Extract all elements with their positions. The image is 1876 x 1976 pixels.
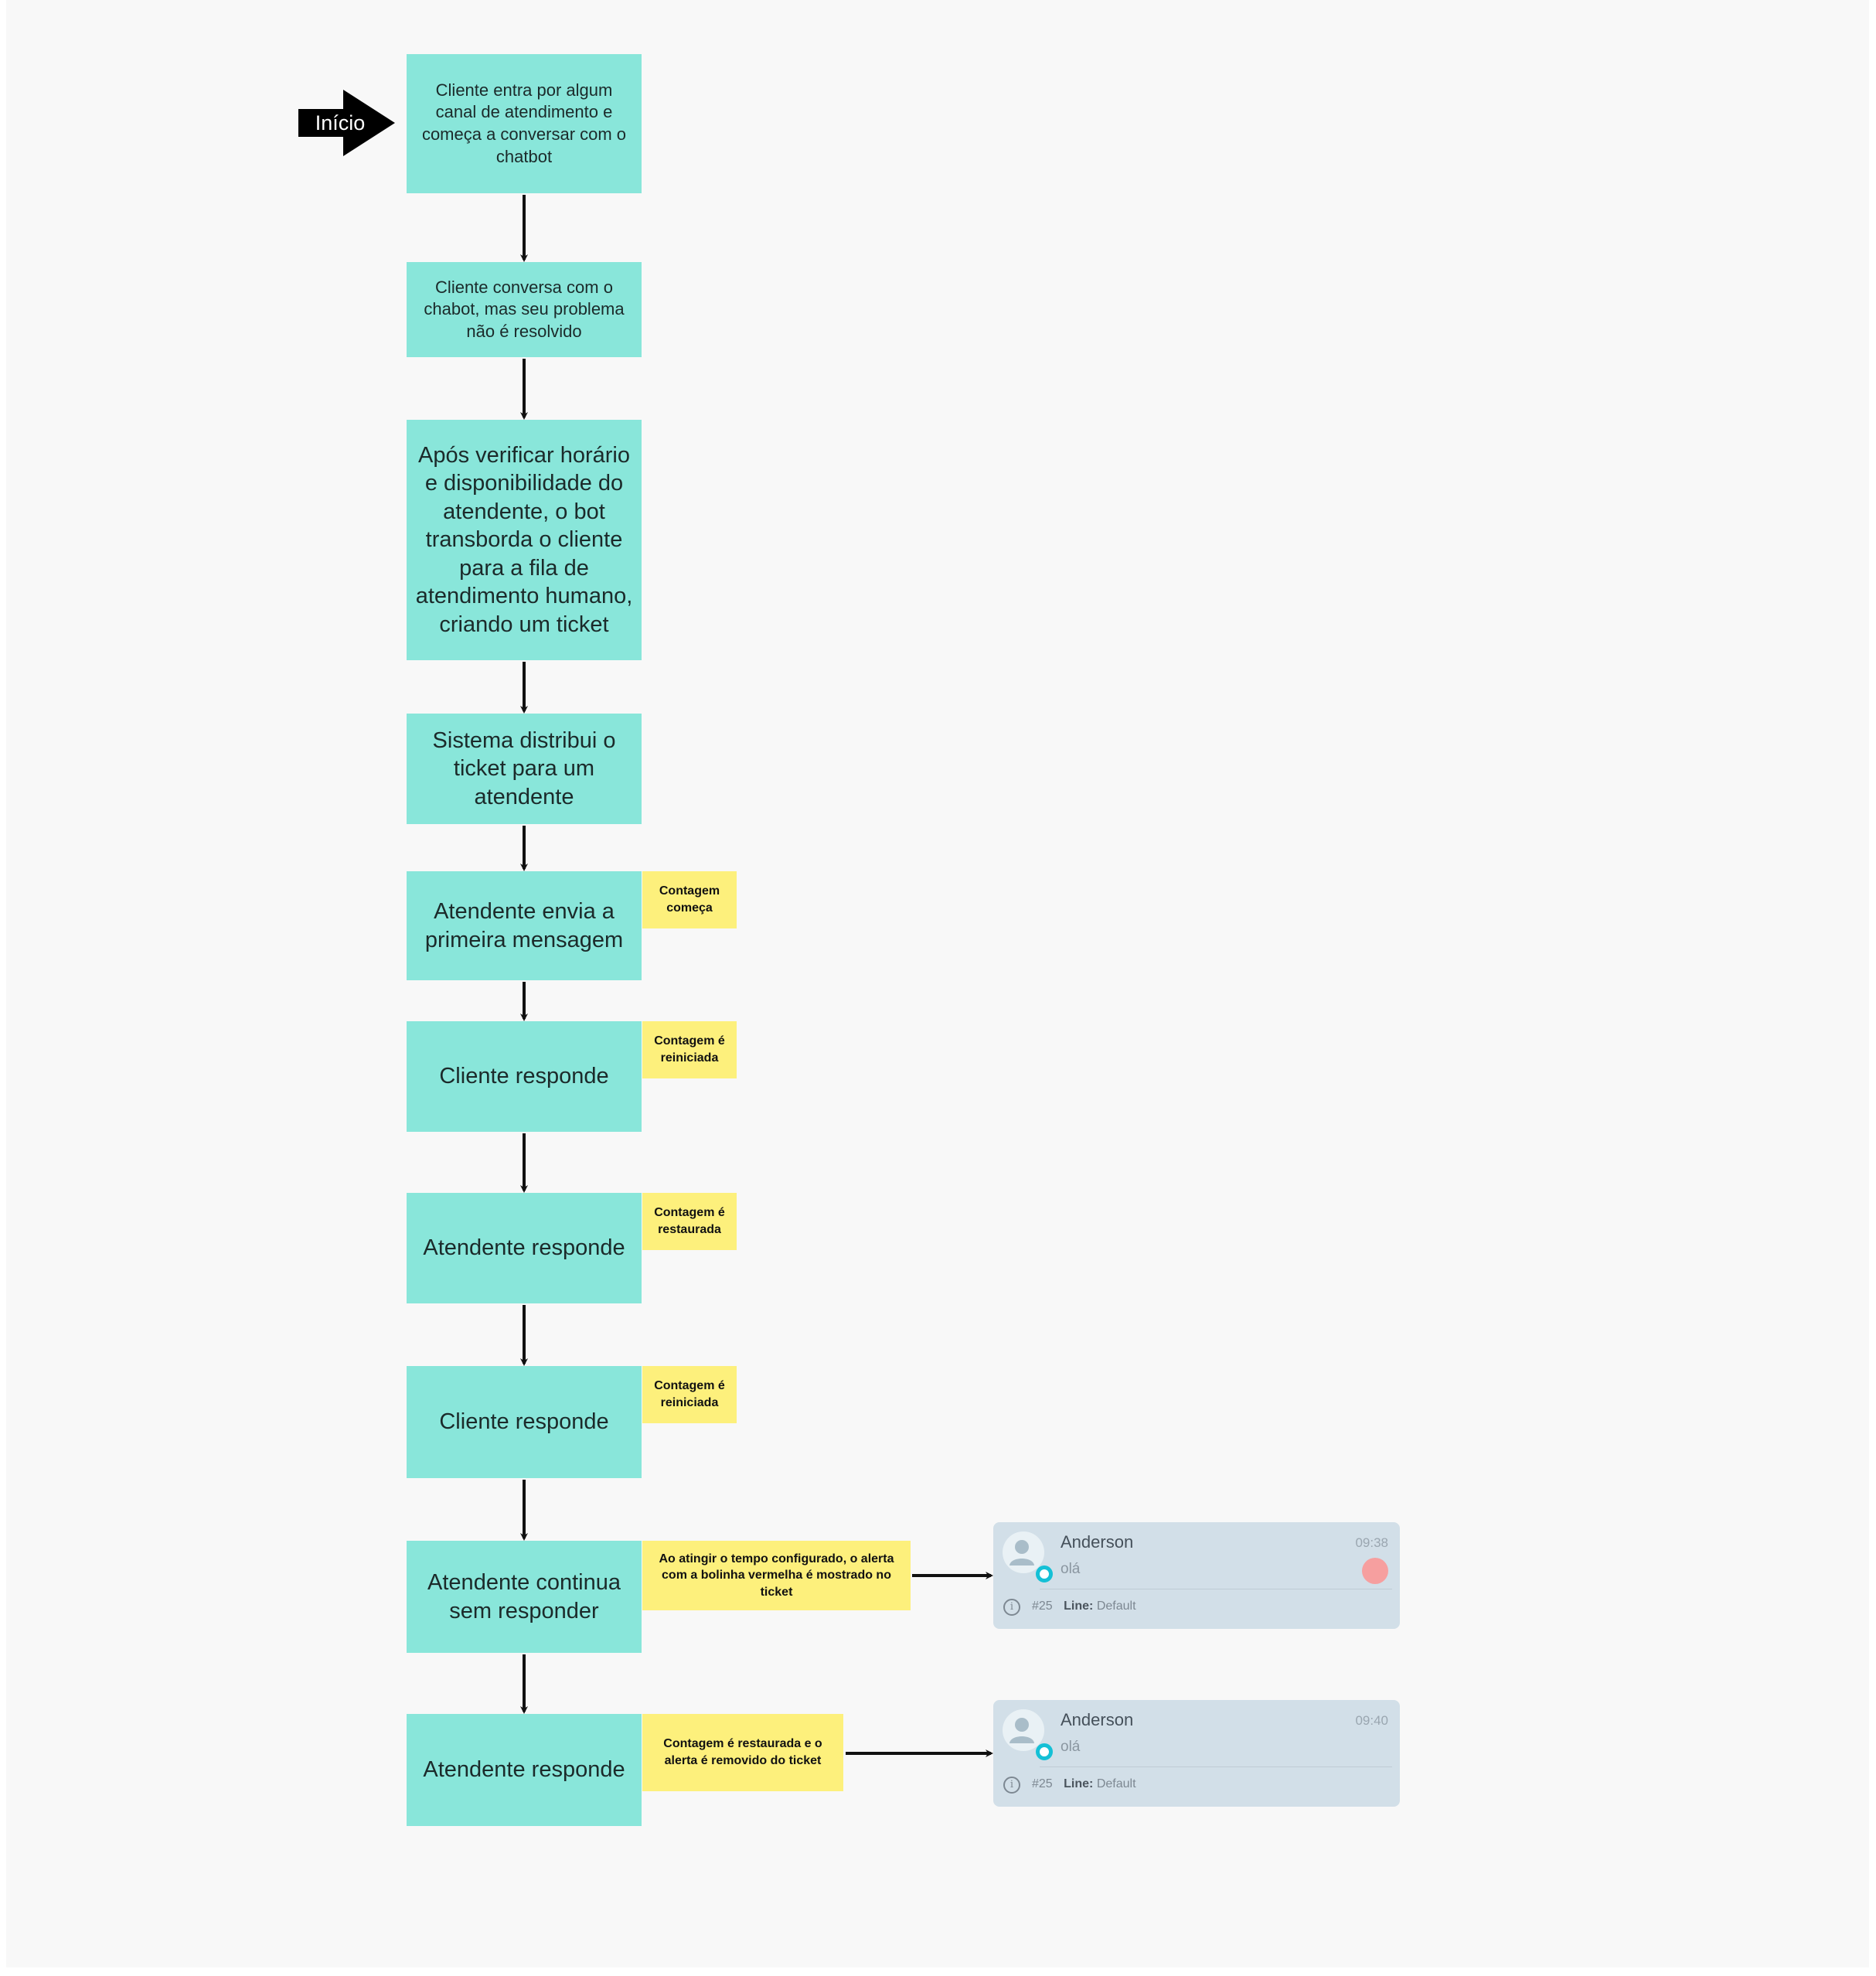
ticket-meta: #25 Line: Default [1032,1777,1136,1791]
flow-step-9: Atendente continua sem responder [407,1541,642,1653]
note-count-reset-2: Contagem é reiniciada [642,1366,737,1423]
note-count-reset-1: Contagem é reiniciada [642,1021,737,1078]
user-icon [1009,1718,1034,1743]
flow-step-7: Atendente responde [407,1193,642,1303]
ticket-contact-name: Anderson [1061,1532,1134,1552]
info-icon[interactable]: i [1003,1599,1020,1616]
diagram-canvas [6,0,1869,1967]
note-alert-shown: Ao atingir o tempo configurado, o alerta… [642,1541,911,1610]
flow-step-10-text: Atendente responde [423,1757,625,1783]
flow-step-5-text: Atendente envia a primeira mensagem [424,898,624,952]
flow-step-3-text: Após verificar horário e disponibilidade… [415,442,633,637]
ticket-line-value: Default [1096,1600,1136,1613]
ticket-line-label: Line: [1064,1777,1094,1790]
flow-step-10: Atendente responde [407,1714,642,1826]
note-count-starts: Contagem começa [642,871,737,928]
user-icon [1009,1540,1034,1565]
flow-step-6-text: Cliente responde [439,1064,609,1089]
ticket-time: 09:38 [1355,1535,1388,1550]
start-label: Início [315,111,366,135]
ticket-divider [1040,1766,1392,1767]
ticket-contact-name: Anderson [1061,1710,1134,1729]
avatar [1003,1531,1053,1583]
start-arrow-icon [298,90,395,156]
flow-step-1: Cliente entra por algum canal de atendim… [407,54,642,193]
flow-step-2: Cliente conversa com o chabot, mas seu p… [407,262,642,357]
flow-step-7-text: Atendente responde [423,1235,625,1261]
ticket-line-value: Default [1096,1777,1136,1790]
flow-step-6: Cliente responde [407,1021,642,1132]
ticket-last-message: olá [1061,1561,1081,1577]
flow-step-4-text: Sistema distribui o ticket para um atend… [432,727,616,809]
flow-step-8: Cliente responde [407,1366,642,1478]
flow-step-1-text: Cliente entra por algum canal de atendim… [421,80,627,166]
flow-step-9-text: Atendente continua sem responder [427,1569,621,1623]
ticket-card-normal[interactable]: Anderson 09:40 olá i #25 Line: Default [993,1700,1400,1807]
ticket-line-label: Line: [1064,1600,1094,1613]
ticket-time: 09:40 [1355,1713,1388,1728]
ticket-id: #25 [1032,1600,1053,1613]
avatar [1003,1709,1053,1760]
note-count-restored-1: Contagem é restaurada [642,1193,737,1250]
ticket-card-alert[interactable]: Anderson 09:38 olá i #25 Line: Default [993,1522,1400,1629]
note-alert-removed: Contagem é restaurada e o alerta é remov… [642,1714,843,1791]
ticket-last-message: olá [1061,1739,1081,1755]
ticket-meta: #25 Line: Default [1032,1600,1136,1613]
flow-step-8-text: Cliente responde [439,1409,609,1435]
info-icon[interactable]: i [1003,1777,1020,1794]
flow-step-5: Atendente envia a primeira mensagem [407,871,642,980]
flow-step-4: Sistema distribui o ticket para um atend… [407,714,642,824]
ticket-id: #25 [1032,1777,1053,1790]
flow-step-2-text: Cliente conversa com o chabot, mas seu p… [424,277,625,341]
online-status-icon [1036,1565,1053,1583]
online-status-icon [1036,1743,1053,1760]
flow-step-3: Após verificar horário e disponibilidade… [407,420,642,660]
red-alert-dot-icon [1362,1558,1388,1584]
